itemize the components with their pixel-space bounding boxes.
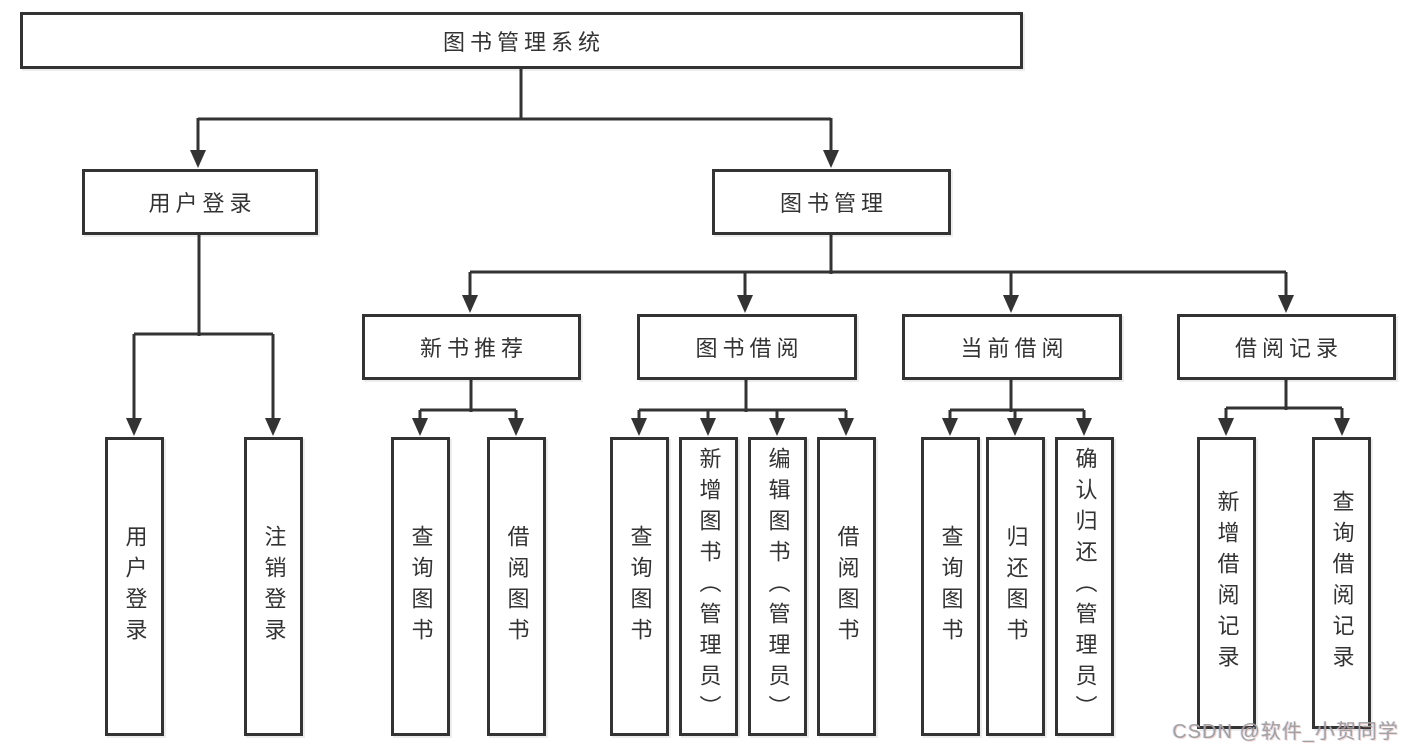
leaf-borrow-book-borrow-label: 借阅图书 xyxy=(834,524,860,649)
node-root: 图书管理系统 xyxy=(20,12,1023,69)
leaf-add-borrow-record: 新增借阅记录 xyxy=(1197,437,1256,729)
watermark: CSDN @软件_小贺同学 xyxy=(1172,721,1399,743)
leaf-user-login-label: 用户登录 xyxy=(122,524,148,649)
leaf-return-book-label: 归还图书 xyxy=(1003,524,1029,649)
leaf-query-borrow-record: 查询借阅记录 xyxy=(1312,437,1371,729)
leaf-add-book-admin-label: 新增图书（管理员） xyxy=(696,447,722,726)
leaf-confirm-return-admin: 确认归还（管理员） xyxy=(1055,437,1114,736)
leaf-query-borrow-record-label: 查询借阅记录 xyxy=(1329,490,1355,676)
leaf-return-book: 归还图书 xyxy=(986,437,1045,736)
leaf-add-book-admin: 新增图书（管理员） xyxy=(679,437,738,736)
leaf-logout-login: 注销登录 xyxy=(244,437,303,736)
leaf-edit-book-admin-label: 编辑图书（管理员） xyxy=(765,447,791,726)
leaf-query-book-recommend-label: 查询图书 xyxy=(408,524,434,649)
leaf-query-book-current-label: 查询图书 xyxy=(938,524,964,649)
node-current-borrow: 当前借阅 xyxy=(902,314,1122,380)
leaf-logout-login-label: 注销登录 xyxy=(261,524,287,649)
leaf-borrow-book-borrow: 借阅图书 xyxy=(817,437,876,736)
leaf-query-book-borrow: 查询图书 xyxy=(610,437,669,736)
node-book-management: 图书管理 xyxy=(712,169,951,235)
leaf-add-borrow-record-label: 新增借阅记录 xyxy=(1214,490,1240,676)
leaf-query-book-current: 查询图书 xyxy=(921,437,980,736)
leaf-edit-book-admin: 编辑图书（管理员） xyxy=(748,437,807,736)
node-borrow-record: 借阅记录 xyxy=(1177,314,1396,380)
node-user-login: 用户登录 xyxy=(82,169,318,235)
leaf-borrow-book-recommend: 借阅图书 xyxy=(487,437,546,736)
leaf-borrow-book-recommend-label: 借阅图书 xyxy=(504,524,530,649)
node-new-book-recommend: 新书推荐 xyxy=(362,314,581,380)
node-book-borrow: 图书借阅 xyxy=(637,314,857,380)
arrowheads xyxy=(126,150,1350,436)
leaf-query-book-borrow-label: 查询图书 xyxy=(627,524,653,649)
leaf-query-book-recommend: 查询图书 xyxy=(391,437,450,736)
leaf-user-login: 用户登录 xyxy=(105,437,164,736)
leaf-confirm-return-admin-label: 确认归还（管理员） xyxy=(1072,447,1098,726)
